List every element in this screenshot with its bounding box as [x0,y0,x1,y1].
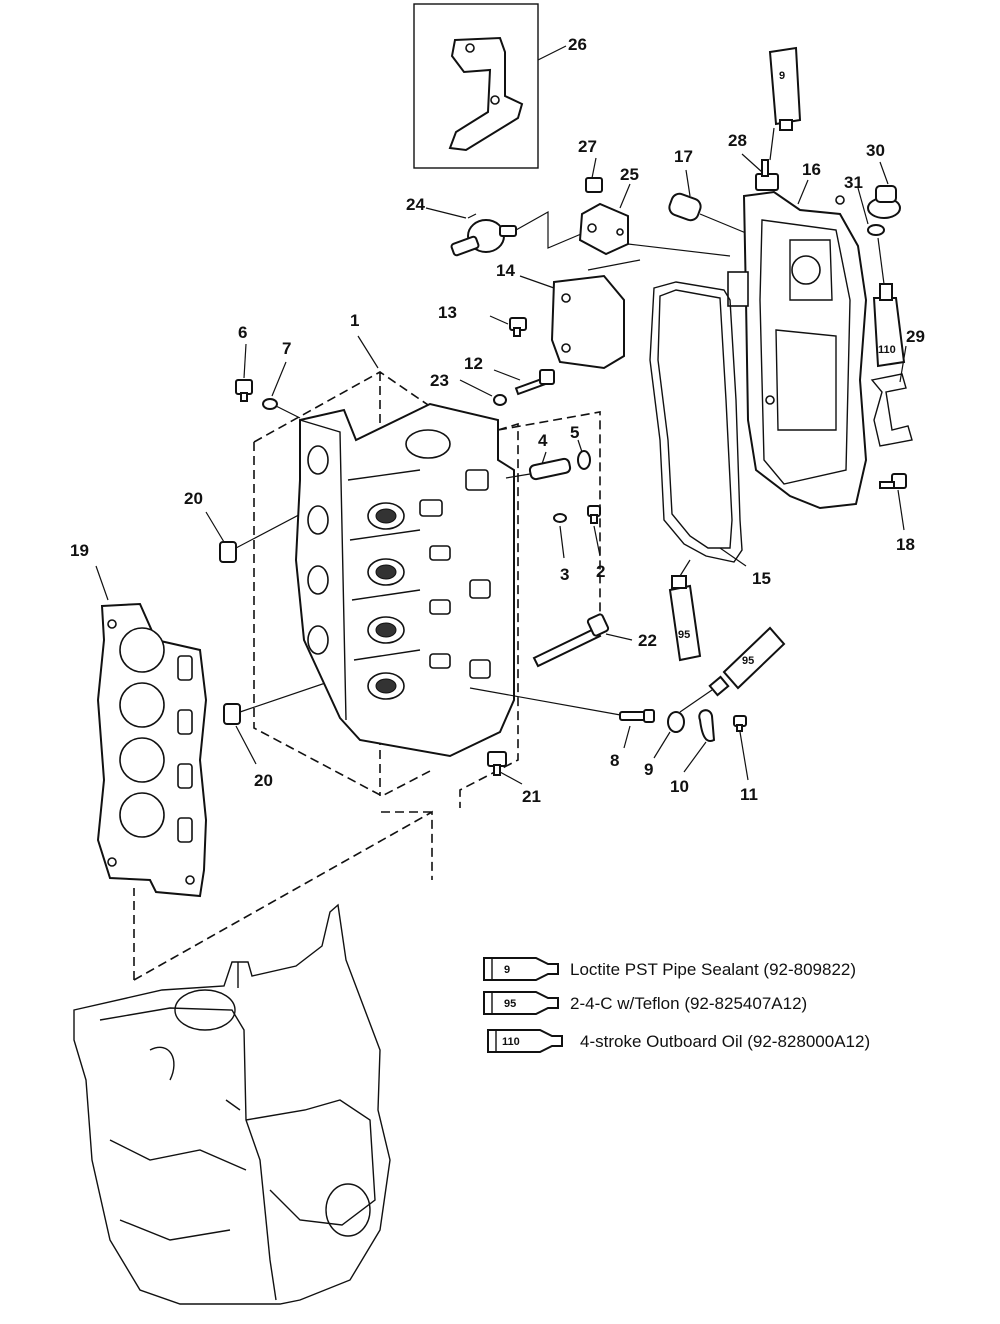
washer-23 [493,394,507,406]
bolt-13 [509,317,527,337]
head-cover-16 [727,190,868,510]
legend-row-2: 95 2-4-C w/Teflon (92-825407A12) [483,991,807,1015]
bolt-12 [514,369,555,396]
legend-code-110: 110 [502,1036,520,1048]
bolt-22 [532,613,610,668]
callout-25: 25 [620,165,639,184]
seal-5 [577,450,591,470]
callout-19: 19 [70,541,89,560]
callout-11: 11 [740,785,758,804]
callout-26: 26 [568,35,587,54]
callout-29: 29 [906,327,925,346]
callout-13: 13 [438,303,457,322]
legend: 9 Loctite PST Pipe Sealant (92-809822) 9… [483,957,870,1053]
callout-14: 14 [496,261,515,280]
callout-5: 5 [570,423,579,442]
callout-22: 22 [638,631,657,650]
bolt-6 [235,379,253,402]
collar-17 [668,192,702,222]
callout-20-upper: 20 [184,489,203,508]
callout-17: 17 [674,147,693,166]
legend-text-9: Loctite PST Pipe Sealant (92-809822) [570,960,856,979]
cylinder-head [294,402,515,758]
dowel-pin-upper [219,541,237,563]
legend-code-9: 9 [504,964,510,976]
callout-30: 30 [866,141,885,160]
legend-text-110: 4-stroke Outboard Oil (92-828000A12) [580,1032,870,1051]
head-assembly-boundary [253,371,519,808]
callout-15: 15 [752,569,771,588]
screw-11 [733,715,747,732]
callout-20-lower: 20 [254,771,273,790]
bolt-27 [585,177,603,193]
legend-code-95: 95 [504,998,516,1010]
fitting-28 [755,159,779,191]
callout-7: 7 [282,339,291,358]
legend-row-3: 110 4-stroke Outboard Oil (92-828000A12) [487,1029,870,1053]
oil-tube-110: 110 [872,283,906,368]
plug-9 [667,711,685,733]
callout-1: 1 [350,311,359,330]
legend-row-1: 9 Loctite PST Pipe Sealant (92-809822) [483,957,856,981]
callout-9-small-plug: 9 [644,760,653,779]
cover-gasket-14 [550,274,625,370]
bolt-18 [879,473,907,489]
tube-110-label: 110 [878,344,896,356]
dowel-pin-lower [223,703,241,725]
callout-31: 31 [844,173,863,192]
engine-block-outline [73,903,391,1305]
callout-8: 8 [610,751,619,770]
legend-text-95: 2-4-C w/Teflon (92-825407A12) [570,994,807,1013]
grease-tube-95-right: 95 [708,626,786,697]
grease-tube-95-left: 95 [668,575,702,662]
cover-gasket-15 [649,281,743,563]
washer-3 [553,513,567,523]
callout-16: 16 [802,160,821,179]
callout-6: 6 [238,323,247,342]
callout-4: 4 [538,431,548,450]
fitting-8 [619,709,655,723]
clip-10 [698,709,716,742]
head-gasket [96,602,208,898]
sensor-24 [450,219,517,257]
callout-27: 27 [578,137,597,156]
callout-21: 21 [522,787,541,806]
callout-28: 28 [728,131,747,150]
bolt-21 [487,751,507,776]
leader-lines [95,153,907,785]
thermostat-4 [528,457,572,481]
sealant-tube-9: 9 [768,46,802,131]
callout-23: 23 [430,371,449,390]
o-ring-31 [867,224,885,236]
screw-2 [587,505,601,524]
callout-2: 2 [596,562,605,581]
bracket-25 [578,202,629,256]
bracket-inset [413,3,567,169]
washer-7 [262,398,278,410]
callout-18: 18 [896,535,915,554]
tube-95-left-label: 95 [678,629,690,641]
oil-filler-cap-30 [867,185,901,219]
callout-12: 12 [464,354,483,373]
tube-9-label: 9 [779,70,785,82]
callouts: 1 2 3 4 5 6 7 8 9 10 11 12 13 14 15 16 1… [70,35,925,806]
tube-clip-29 [870,373,913,447]
callout-3: 3 [560,565,569,584]
alignment-line-block [133,810,433,981]
tube-95-right-label: 95 [742,655,754,667]
callout-24: 24 [406,195,425,214]
callout-10: 10 [670,777,689,796]
